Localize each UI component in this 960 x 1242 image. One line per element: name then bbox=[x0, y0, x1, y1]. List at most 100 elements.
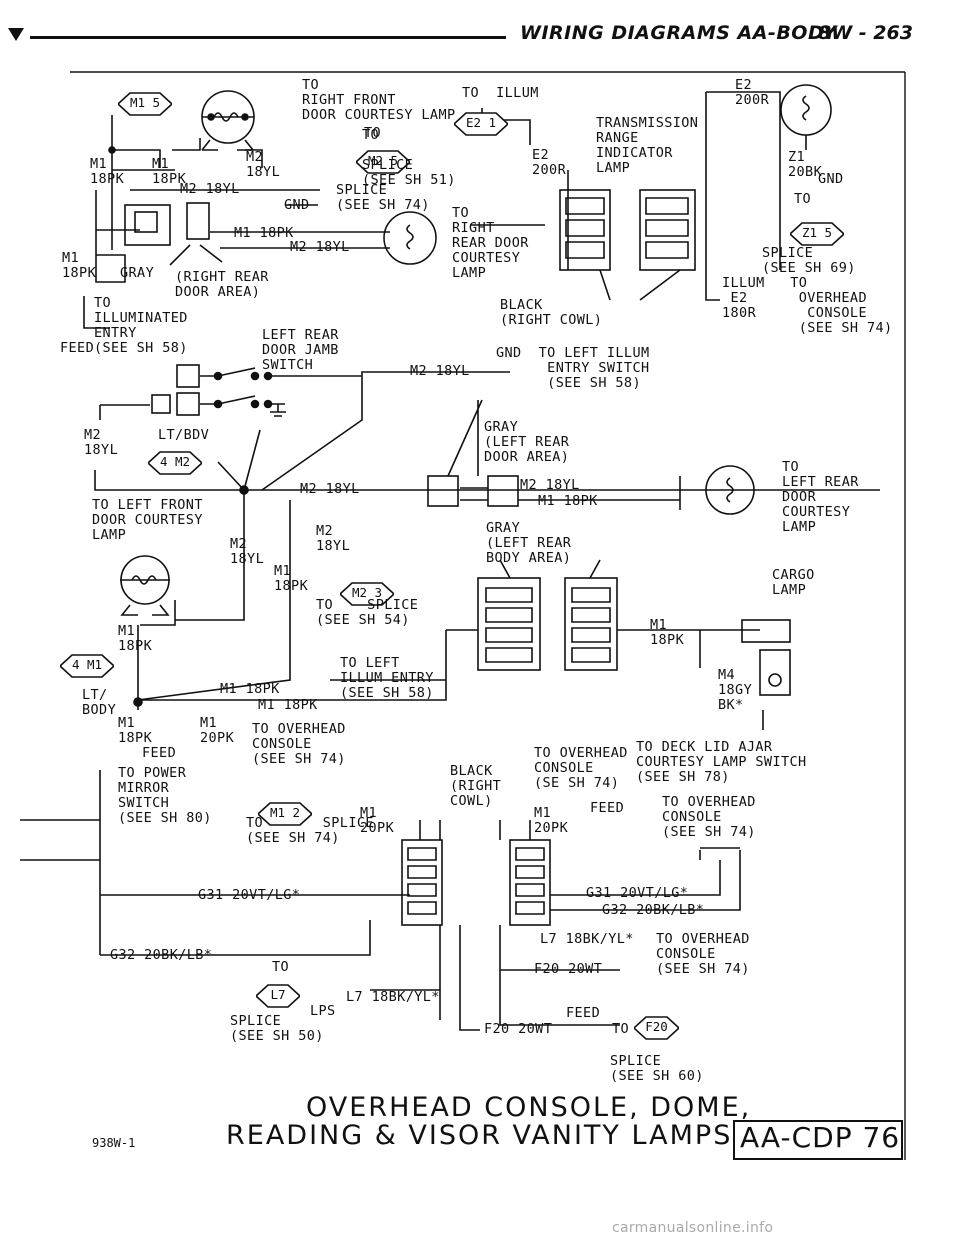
mid-connector-a bbox=[477, 577, 541, 671]
transmission-lamp-symbol bbox=[780, 84, 832, 136]
label-m1-18pk-l: M1 18PK bbox=[118, 715, 153, 746]
badge-label: F20 bbox=[645, 1019, 668, 1034]
connector-ref-badge-four-m1: 4 M1 bbox=[58, 654, 116, 678]
label-gnd-to-left-illum: GND TO LEFT ILLUM ENTRY SWITCH (SEE SH 5… bbox=[496, 345, 650, 391]
label-right-rear-door-area: (RIGHT REAR DOOR AREA) bbox=[175, 269, 269, 300]
triangle-marker-icon bbox=[8, 28, 24, 41]
label-left-rear-door-jamb: LEFT REAR DOOR JAMB SWITCH bbox=[262, 327, 339, 373]
label-f20-20wt-a: F20 20WT bbox=[534, 961, 603, 977]
cargo-lamp-symbol bbox=[741, 619, 791, 643]
lower-connector-a bbox=[401, 839, 443, 926]
badge-label: 4 M2 bbox=[159, 454, 191, 469]
label-to-splice-51: TO SPLICE (SEE SH 51) bbox=[362, 127, 456, 188]
mid-connector-b bbox=[564, 577, 618, 671]
label-to-z1: TO bbox=[794, 191, 812, 207]
connector-ref-badge-m1-5: M1 5 bbox=[116, 92, 174, 116]
label-to-splice-74-b: TO SPLICE (SEE SH 74) bbox=[246, 815, 374, 846]
label-m1-18pk-b: M1 18PK bbox=[152, 156, 187, 187]
label-to-deck-lid: TO DECK LID AJAR COURTESY LAMP SWITCH (S… bbox=[636, 739, 807, 785]
label-feed-d: FEED bbox=[566, 1005, 601, 1021]
label-f20-20wt-b: F20 20WT bbox=[484, 1021, 553, 1037]
label-m2-18yl-h: M2 18YL bbox=[316, 523, 351, 554]
label-gray-a: GRAY bbox=[120, 265, 155, 281]
label-to-splice-54: TO SPLICE (SEE SH 54) bbox=[316, 597, 419, 628]
door-jamb-switch-lower bbox=[176, 392, 200, 416]
connector-mid bbox=[186, 202, 210, 240]
label-to-overhead-c: TO OVERHEAD CONSOLE (SEE SH 74) bbox=[662, 794, 756, 840]
label-l7-left: L7 18BK/YL* bbox=[346, 989, 440, 1005]
label-to-f20: TO bbox=[612, 1021, 630, 1037]
label-m1-18pk-f: M1 18PK bbox=[274, 563, 309, 594]
label-m1-18pk-d: M1 18PK bbox=[62, 250, 97, 281]
label-splice-74-a: SPLICE (SEE SH 74) bbox=[336, 182, 430, 213]
label-m1-18pk-e: M1 18PK bbox=[538, 493, 598, 509]
label-lps: LPS bbox=[310, 1003, 336, 1019]
label-m4-18gy: M4 18GY BK* bbox=[718, 667, 753, 713]
label-m1-18pk-g: M1 18PK bbox=[650, 617, 685, 648]
label-m2-18yl-a: M2 18YL bbox=[246, 149, 281, 180]
label-m2-18yl-d: M2 18YL bbox=[410, 363, 470, 379]
connector-ref-badge-f20: F20 bbox=[632, 1016, 681, 1040]
label-gnd-b: GND bbox=[818, 171, 844, 187]
badge-label: L7 bbox=[270, 987, 286, 1002]
label-lt-bdv: LT/BDV bbox=[158, 427, 210, 443]
label-m1-18pk-a: M1 18PK bbox=[90, 156, 125, 187]
label-black-right-cowl-b: BLACK (RIGHT COWL) bbox=[450, 763, 502, 809]
diagram-title-line2: READING & VISOR VANITY LAMPS bbox=[226, 1120, 733, 1151]
door-jamb-switch-upper bbox=[176, 364, 200, 388]
connector-ref-badge-e2-1: E2 1 bbox=[452, 112, 510, 136]
label-feed-b: FEED bbox=[142, 745, 177, 761]
label-m1-18pk-c: M1 18PK bbox=[234, 225, 294, 241]
label-to-l7: TO bbox=[272, 959, 290, 975]
label-z1-20bk: Z1 20BK bbox=[788, 149, 823, 180]
diagram-code: AA-CDP 76 bbox=[740, 1121, 901, 1154]
label-e2-200r: E2 200R bbox=[532, 147, 567, 178]
label-g31-left: G31 20VT/LG* bbox=[198, 887, 301, 903]
label-transmission: TRANSMISSION RANGE INDICATOR LAMP bbox=[596, 115, 699, 176]
label-m2-18yl-e: M2 18YL bbox=[84, 427, 119, 458]
badge-label: M2 3 bbox=[351, 585, 383, 600]
label-cargo-lamp: CARGO LAMP bbox=[772, 567, 815, 598]
label-m1-20pk-c: M1 20PK bbox=[534, 805, 569, 836]
label-m1-18pk-k: M1 18PK bbox=[258, 697, 318, 713]
label-splice-60: SPLICE (SEE SH 60) bbox=[610, 1053, 704, 1084]
label-to-overhead-b: TO OVERHEAD CONSOLE (SE SH 74) bbox=[534, 745, 628, 791]
header-page-number: 8W - 263 bbox=[818, 22, 913, 44]
label-to-overhead-d: TO OVERHEAD CONSOLE (SEE SH 74) bbox=[656, 931, 750, 977]
badge-label: M2 5 bbox=[367, 153, 399, 168]
label-to-right-front: TO RIGHT FRONT DOOR COURTESY LAMP bbox=[302, 77, 456, 123]
label-l7-right: L7 18BK/YL* bbox=[540, 931, 634, 947]
label-to-mid: TO bbox=[364, 125, 382, 141]
label-to-left-rear: TO LEFT REAR DOOR COURTESY LAMP bbox=[782, 459, 859, 535]
diagram-title-line1: OVERHEAD CONSOLE, DOME, bbox=[306, 1092, 752, 1123]
label-to-power-mirror: TO POWER MIRROR SWITCH (SEE SH 80) bbox=[118, 765, 212, 826]
label-gray-left-rear-body: GRAY (LEFT REAR BODY AREA) bbox=[486, 520, 572, 566]
label-black-right-cowl: BLACK (RIGHT COWL) bbox=[500, 297, 603, 328]
left-rear-connector-b bbox=[487, 475, 519, 507]
right-rear-lamp-symbol bbox=[383, 211, 437, 265]
label-splice-50: SPLICE (SEE SH 50) bbox=[230, 1013, 324, 1044]
label-e2-200r-top: E2 200R bbox=[735, 77, 770, 108]
label-m2-18yl-g: M2 18YL bbox=[520, 477, 580, 493]
connector-left bbox=[124, 204, 171, 246]
label-to-left-illum-entry: TO LEFT ILLUM ENTRY (SEE SH 58) bbox=[340, 655, 434, 701]
label-to-illum: TO ILLUM bbox=[462, 85, 539, 101]
label-g32-right: G32 20BK/LB* bbox=[602, 902, 705, 918]
code-box bbox=[733, 1120, 903, 1160]
label-m2-18yl-c: M2 18YL bbox=[290, 239, 350, 255]
connector-ref-badge-z1-5: Z1 5 bbox=[788, 222, 846, 246]
transmission-connector-b bbox=[639, 189, 696, 271]
label-gray-left-rear-door: GRAY (LEFT REAR DOOR AREA) bbox=[484, 419, 570, 465]
label-m1-20pk-b: M1 20PK bbox=[360, 805, 395, 836]
label-to-left-front: TO LEFT FRONT DOOR COURTESY LAMP bbox=[92, 497, 203, 543]
label-feed-c: FEED bbox=[590, 800, 625, 816]
connector-ref-badge-four-m2: 4 M2 bbox=[146, 451, 204, 475]
header-rule bbox=[30, 36, 506, 39]
badge-label: Z1 5 bbox=[801, 225, 833, 240]
drawing-number: 938W-1 bbox=[92, 1136, 136, 1150]
transmission-connector-a bbox=[559, 189, 611, 271]
label-m2-18yl-f: M2 18YL bbox=[300, 481, 360, 497]
label-m2-18yl-b: M2 18YL bbox=[180, 181, 240, 197]
label-to-illum-entry: TO ILLUMINATED ENTRY (SEE SH 58) bbox=[94, 295, 188, 356]
